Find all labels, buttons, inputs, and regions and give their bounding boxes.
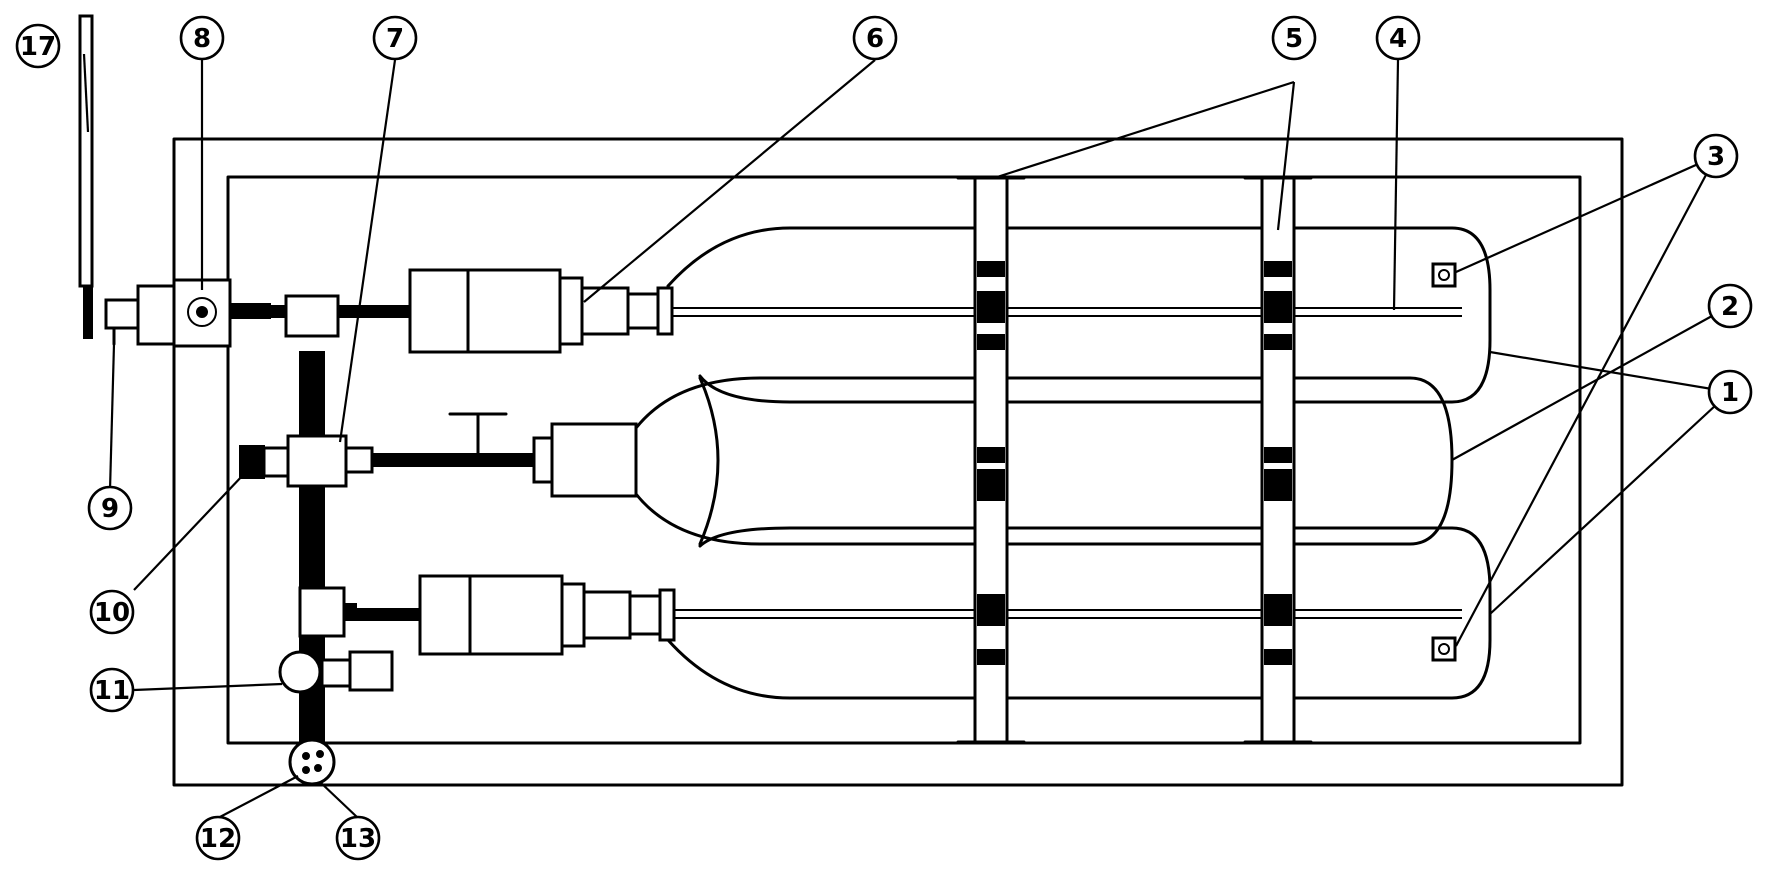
callout-3: 3 bbox=[1693, 133, 1739, 179]
leader-lines bbox=[82, 53, 1731, 819]
callout-label-6: 6 bbox=[866, 24, 884, 54]
clamp-strap-right bbox=[1243, 176, 1313, 744]
vent-rod bbox=[78, 14, 94, 339]
callout-5: 5 bbox=[1271, 15, 1317, 61]
callout-7: 7 bbox=[372, 15, 418, 61]
callout-label-8: 8 bbox=[193, 24, 211, 54]
callout-label-1: 1 bbox=[1721, 378, 1739, 408]
callout-2: 2 bbox=[1707, 283, 1753, 329]
cylinder-top bbox=[660, 226, 1492, 404]
inner-frame bbox=[226, 175, 1582, 745]
callout-17: 17 bbox=[15, 23, 61, 69]
callout-11: 11 bbox=[89, 667, 135, 713]
callout-label-5: 5 bbox=[1285, 24, 1303, 54]
callout-6: 6 bbox=[852, 15, 898, 61]
callout-label-3: 3 bbox=[1707, 142, 1725, 172]
callout-9: 9 bbox=[87, 485, 133, 531]
side-valve bbox=[239, 434, 405, 488]
valve-assembly-top bbox=[349, 268, 674, 354]
callout-label-9: 9 bbox=[101, 494, 119, 524]
callout-label-4: 4 bbox=[1389, 24, 1407, 54]
tee-fitting-top bbox=[269, 294, 351, 338]
callout-8: 8 bbox=[179, 15, 225, 61]
tee-fitting-bottom bbox=[298, 586, 357, 638]
callout-1: 1 bbox=[1707, 369, 1753, 415]
callout-10: 10 bbox=[89, 589, 135, 635]
callout-label-12: 12 bbox=[200, 824, 236, 854]
valve-assembly-bottom bbox=[339, 574, 676, 656]
cylinder-bottom bbox=[660, 526, 1492, 700]
end-marker-bottom bbox=[1431, 636, 1457, 662]
callout-label-13: 13 bbox=[340, 824, 376, 854]
callout-label-7: 7 bbox=[386, 24, 404, 54]
clamp-strap-left bbox=[956, 176, 1026, 744]
callout-13: 13 bbox=[335, 815, 381, 861]
outer-frame bbox=[172, 137, 1624, 787]
pressure-gauge bbox=[288, 738, 336, 786]
bottom-valve bbox=[278, 650, 394, 694]
callout-label-11: 11 bbox=[94, 676, 130, 706]
head-valve bbox=[104, 278, 271, 348]
end-marker-top bbox=[1431, 262, 1457, 288]
callout-label-10: 10 bbox=[94, 598, 130, 628]
valve-assembly-middle bbox=[403, 412, 638, 498]
callout-12: 12 bbox=[195, 815, 241, 861]
callout-label-2: 2 bbox=[1721, 292, 1739, 322]
callout-label-17: 17 bbox=[20, 32, 56, 62]
callout-4: 4 bbox=[1375, 15, 1421, 61]
